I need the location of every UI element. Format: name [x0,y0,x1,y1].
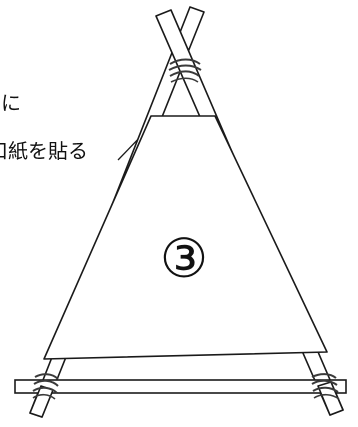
bottom-left-binding [32,373,59,400]
caption-line-1: に [1,91,21,115]
bottom-right-binding [311,373,340,400]
caption-line-2: 口紙を貼る [0,139,88,163]
right-pole-front [317,381,344,416]
step-number: ③ [160,227,208,290]
bottom-crossbar [14,379,347,394]
top-binding [168,58,202,83]
tent-paper [43,115,328,360]
